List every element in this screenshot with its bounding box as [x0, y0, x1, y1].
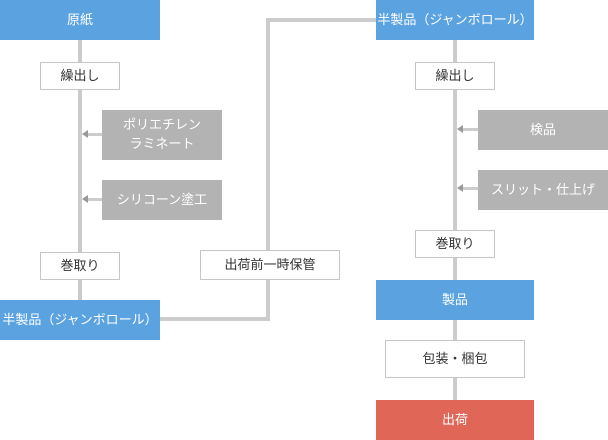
right-unwind-node: 繰出し: [415, 62, 495, 90]
packaging-node: 包装・梱包: [385, 340, 525, 378]
storage-connector-vertical: [266, 18, 270, 321]
product-node: 製品: [376, 280, 534, 320]
silicone-feed-line: [88, 198, 102, 201]
pe-laminate-node: ポリエチレン ラミネート: [102, 110, 222, 160]
slit-arrow-icon: [457, 184, 463, 192]
left-unwind-node: 繰出し: [40, 62, 120, 90]
left-rewind-node: 巻取り: [40, 252, 120, 280]
storage-connector-top: [266, 18, 376, 22]
shipping-node: 出荷: [376, 400, 534, 440]
inspection-arrow-icon: [457, 125, 463, 133]
pe-laminate-feed-line: [88, 133, 102, 136]
right-flow-line: [453, 40, 457, 400]
left-semi-product-node: 半製品（ジャンボロール）: [0, 300, 160, 340]
silicone-arrow-icon: [82, 195, 88, 203]
right-semi-product-node: 半製品（ジャンボロール）: [376, 0, 534, 40]
storage-connector-bottom: [160, 317, 270, 321]
silicone-coat-node: シリコーン塗工: [102, 180, 222, 220]
raw-paper-node: 原紙: [0, 0, 160, 40]
left-flow-line: [78, 40, 82, 300]
right-rewind-node: 巻取り: [415, 230, 495, 258]
pe-laminate-arrow-icon: [82, 130, 88, 138]
inspection-node: 検品: [478, 110, 608, 150]
slit-feed-line: [463, 187, 478, 190]
slit-finish-node: スリット・仕上げ: [478, 170, 608, 210]
inspection-feed-line: [463, 128, 478, 131]
storage-node: 出荷前一時保管: [200, 250, 340, 280]
